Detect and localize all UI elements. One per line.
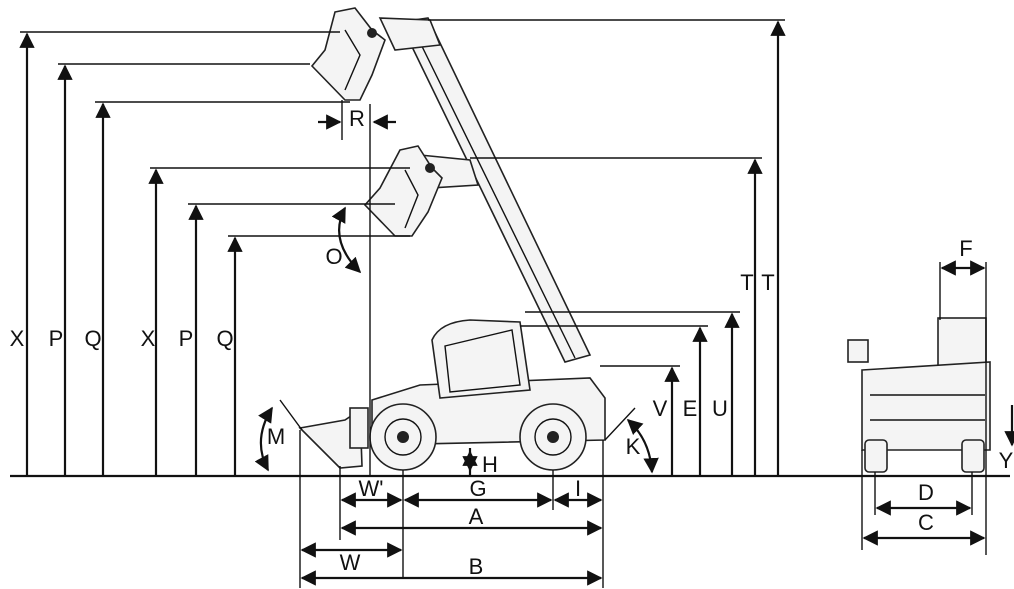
label-y: Y: [999, 448, 1014, 473]
label-o: O: [325, 244, 342, 269]
label-x-high: X: [10, 326, 25, 351]
label-r: R: [349, 106, 365, 131]
label-a: A: [469, 504, 484, 529]
height-dimensions-right: [428, 19, 786, 476]
label-c: C: [918, 510, 934, 535]
label-x-mid: X: [141, 326, 156, 351]
label-t-mid: T: [740, 270, 753, 295]
label-m: M: [267, 424, 285, 449]
boom-arm: [378, 17, 592, 363]
label-i: I: [575, 476, 581, 501]
label-p-high: P: [49, 326, 64, 351]
label-g: G: [469, 476, 486, 501]
label-d: D: [918, 480, 934, 505]
approach-departure-angles: [254, 399, 659, 474]
label-f: F: [959, 236, 972, 261]
label-q-high: Q: [84, 326, 101, 351]
dimension-labels: X P Q X P Q R O T T V E U M K H W' G I A…: [10, 106, 1014, 579]
telehandler-body: [298, 319, 606, 471]
label-h: H: [482, 452, 498, 477]
width-dimensions: [861, 260, 1014, 555]
bucket-raised-mid: [363, 145, 443, 237]
label-q-mid: Q: [216, 326, 233, 351]
label-w: W: [340, 550, 361, 575]
length-dimensions: [299, 430, 604, 588]
bucket-raised-high: [310, 7, 386, 101]
label-b: B: [469, 554, 484, 579]
label-e: E: [683, 396, 698, 421]
label-k: K: [626, 434, 641, 459]
label-w-prime: W': [359, 476, 384, 501]
telehandler-rear-view: [847, 317, 991, 473]
dump-angle-arc: [331, 206, 362, 274]
label-u: U: [712, 396, 728, 421]
height-dimensions-left: [19, 31, 410, 476]
label-p-mid: P: [179, 326, 194, 351]
label-v: V: [653, 396, 668, 421]
label-t-high: T: [761, 270, 774, 295]
